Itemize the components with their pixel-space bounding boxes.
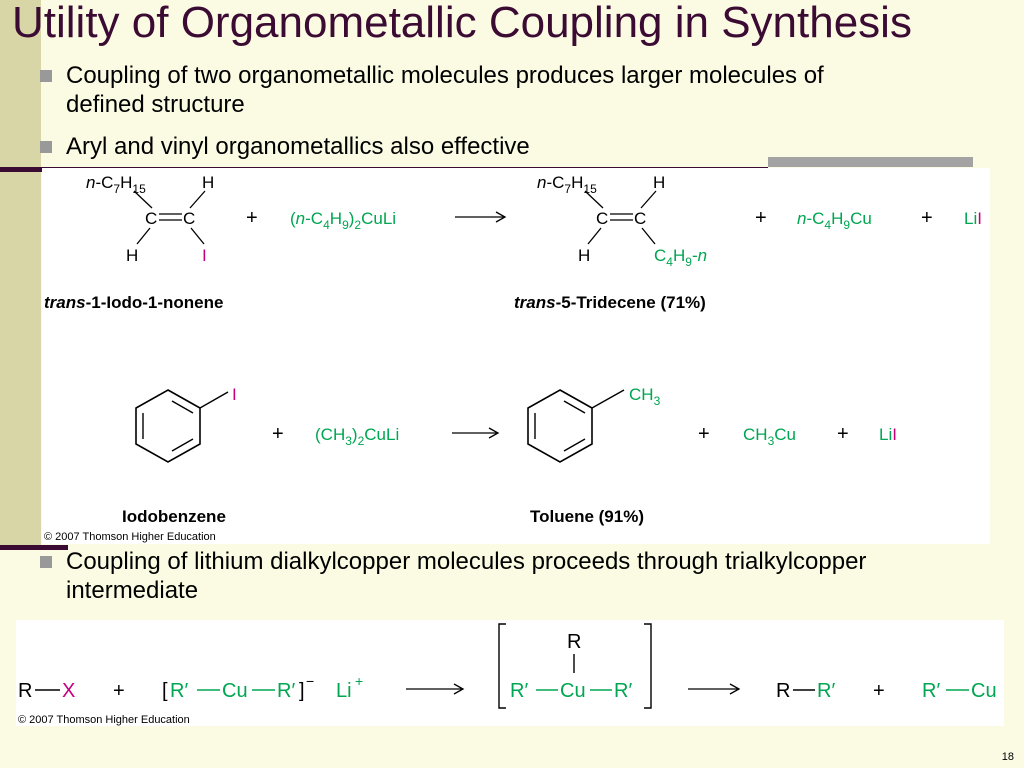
svg-text:H: H xyxy=(653,173,665,192)
svg-text:R′: R′ xyxy=(170,680,188,702)
left-accent-bar xyxy=(0,0,41,548)
copyright-text: © 2007 Thomson Higher Education xyxy=(18,714,190,726)
bullet-item: Coupling of two organometallic molecules… xyxy=(40,61,896,119)
svg-text:X: X xyxy=(62,680,75,702)
svg-text:+: + xyxy=(873,680,885,702)
square-bullet-icon xyxy=(40,70,52,82)
svg-text:Cu: Cu xyxy=(222,680,248,702)
svg-text:R′: R′ xyxy=(277,680,295,702)
square-bullet-icon xyxy=(40,556,52,568)
reaction-scheme: n-C7H15 H C C H I + (n-C4H9)2CuLi n-C7H1… xyxy=(44,173,982,543)
svg-text:I: I xyxy=(232,385,237,404)
slide-title: Utility of Organometallic Coupling in Sy… xyxy=(12,0,912,47)
svg-text:R′: R′ xyxy=(510,680,528,702)
svg-text:+: + xyxy=(246,207,258,229)
product-name-1: trans-5-Tridecene (71%) xyxy=(514,293,706,312)
bullet-item: Coupling of lithium dialkylcopper molecu… xyxy=(40,547,946,605)
bullet-text: Aryl and vinyl organometallics also effe… xyxy=(66,133,530,160)
svg-text:+: + xyxy=(755,207,767,229)
product-name-2: Toluene (91%) xyxy=(530,507,644,526)
svg-text:CH3: CH3 xyxy=(629,385,661,408)
reaction-figure: n-C7H15 H C C H I + (n-C4H9)2CuLi n-C7H1… xyxy=(42,168,990,544)
svg-text:Li: Li xyxy=(336,680,352,702)
svg-text:H: H xyxy=(578,246,590,265)
svg-text:]: ] xyxy=(299,680,305,702)
svg-text:C: C xyxy=(183,209,195,228)
svg-text:Cu: Cu xyxy=(560,680,586,702)
vinyl-iodide-structure: n-C7H15 H C C H I xyxy=(86,173,214,265)
svg-text:I: I xyxy=(202,246,207,265)
panel-divider xyxy=(0,545,68,550)
svg-text:Cu: Cu xyxy=(971,680,997,702)
reactant-name-1: trans-1-Iodo-1-nonene xyxy=(44,293,223,312)
reactant-name-2: Iodobenzene xyxy=(122,507,226,526)
tridecene-structure: n-C7H15 H C C H C4H9-n xyxy=(537,173,707,269)
svg-text:+: + xyxy=(837,423,849,445)
bullet-text: Coupling of lithium dialkylcopper molecu… xyxy=(66,548,867,604)
iodobenzene-structure: I xyxy=(135,385,237,463)
svg-text:(n-C4H9)2CuLi: (n-C4H9)2CuLi xyxy=(290,209,396,232)
svg-text:R′: R′ xyxy=(922,680,940,702)
svg-text:+: + xyxy=(355,673,363,689)
square-bullet-icon xyxy=(40,141,52,153)
svg-text:R′: R′ xyxy=(817,680,835,702)
svg-text:R: R xyxy=(567,631,581,653)
mechanism-figure: R X + [ R′ Cu R′ ] − Li + R R′ Cu R′ xyxy=(16,620,1004,726)
svg-text:+: + xyxy=(272,423,284,445)
svg-text:+: + xyxy=(113,680,125,702)
copyright-text: © 2007 Thomson Higher Education xyxy=(44,531,216,543)
svg-text:R: R xyxy=(776,680,790,702)
svg-text:CH3Cu: CH3Cu xyxy=(743,425,796,448)
bullet-text: Coupling of two organometallic molecules… xyxy=(66,62,824,118)
svg-text:LiI: LiI xyxy=(879,425,897,444)
title-divider-gray xyxy=(768,157,973,167)
svg-text:R′: R′ xyxy=(614,680,632,702)
svg-text:[: [ xyxy=(162,680,168,702)
svg-text:+: + xyxy=(921,207,933,229)
svg-text:n-C7H15: n-C7H15 xyxy=(537,173,597,196)
trialkylcopper-intermediate: R R′ Cu R′ xyxy=(498,623,652,709)
svg-text:LiI: LiI xyxy=(964,209,982,228)
svg-text:H: H xyxy=(202,173,214,192)
svg-text:C: C xyxy=(596,209,608,228)
slide-number: 18 xyxy=(1001,751,1014,763)
svg-text:(CH3)2CuLi: (CH3)2CuLi xyxy=(315,425,399,448)
svg-text:−: − xyxy=(306,673,314,689)
svg-text:n-C4H9Cu: n-C4H9Cu xyxy=(797,209,872,232)
svg-text:C: C xyxy=(634,209,646,228)
svg-text:C4H9-n: C4H9-n xyxy=(654,246,707,269)
svg-text:R: R xyxy=(18,680,32,702)
toluene-structure: CH3 xyxy=(527,385,661,463)
bullet-item: Aryl and vinyl organometallics also effe… xyxy=(40,132,530,161)
svg-text:C: C xyxy=(145,209,157,228)
mechanism-scheme: R X + [ R′ Cu R′ ] − Li + R R′ Cu R′ xyxy=(18,623,997,726)
svg-text:H: H xyxy=(126,246,138,265)
svg-text:n-C7H15: n-C7H15 xyxy=(86,173,146,196)
svg-text:+: + xyxy=(698,423,710,445)
